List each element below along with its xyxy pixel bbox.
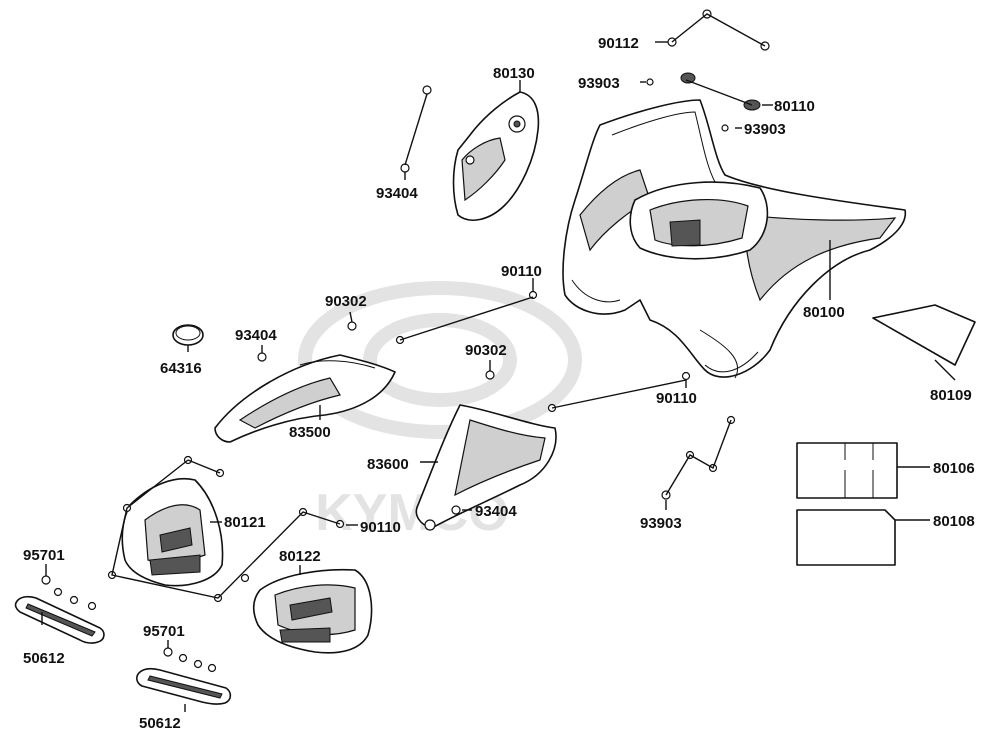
label-80100: 80100: [803, 304, 845, 321]
label-95701-bottom: 95701: [143, 623, 185, 640]
footrest-80122: [252, 568, 373, 654]
label-90110-right: 90110: [656, 390, 697, 407]
label-80121: 80121: [224, 514, 266, 531]
footpad-50612-bottom: [136, 667, 232, 705]
decal-80109: [872, 304, 976, 366]
cap-64316: [172, 324, 204, 346]
label-80130: 80130: [493, 65, 535, 82]
side-cover-83600: [415, 404, 557, 531]
label-93903-top: 93903: [578, 75, 620, 92]
label-93404-bottom: 93404: [475, 503, 517, 520]
footpad-50612-left: [14, 595, 105, 644]
label-80109: 80109: [930, 387, 972, 404]
label-90302-left: 90302: [325, 293, 367, 310]
label-90110-bottom: 90110: [360, 519, 401, 536]
label-50612-left: 50612: [23, 650, 65, 667]
label-83600: 83600: [367, 456, 409, 473]
label-93404-left: 93404: [235, 327, 277, 344]
bracket-80130: [452, 91, 540, 221]
label-95701-left: 95701: [23, 547, 65, 564]
label-90302-mid: 90302: [465, 342, 507, 359]
decal-80108: [796, 509, 896, 566]
grommet-80110: [680, 72, 761, 111]
decal-80106: [796, 442, 898, 499]
label-83500: 83500: [289, 424, 331, 441]
part-labels: 90112 80130 93903 80110 93903 93404 9011…: [23, 35, 975, 732]
label-80110: 80110: [774, 98, 815, 115]
label-80122: 80122: [279, 548, 321, 565]
label-80106: 80106: [933, 460, 975, 477]
side-cover-83500: [214, 354, 396, 443]
rear-fender-80100: [562, 99, 906, 379]
label-93404-top: 93404: [376, 185, 418, 202]
label-90112: 90112: [598, 35, 639, 52]
leader-lines: [41, 13, 956, 712]
footrest-80121: [121, 478, 224, 587]
label-50612-bottom: 50612: [139, 715, 181, 732]
label-80108: 80108: [933, 513, 975, 530]
label-90110-top: 90110: [501, 263, 542, 280]
label-93903-bottom: 93903: [640, 515, 682, 532]
watermark-logo: KYMCO: [298, 281, 582, 542]
label-64316: 64316: [160, 360, 202, 377]
label-93903-mid: 93903: [744, 121, 786, 138]
